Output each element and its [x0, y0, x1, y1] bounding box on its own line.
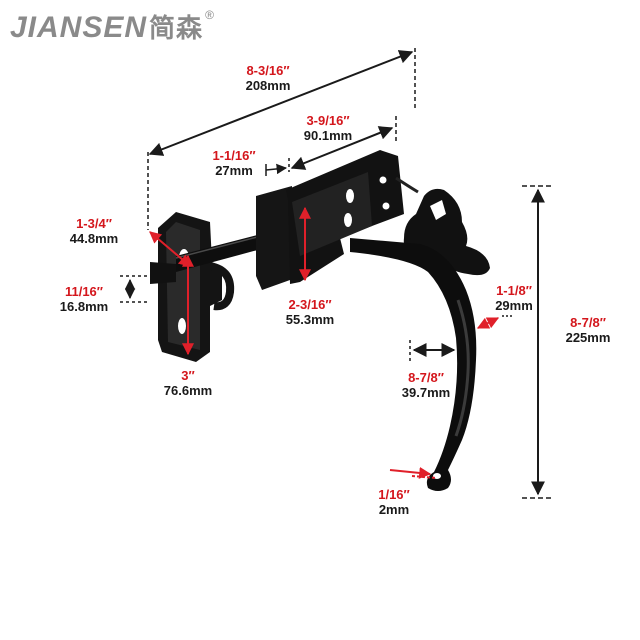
keeper-slot-inch: 11/16″ — [64, 284, 104, 299]
bracket-hole-1 — [346, 189, 354, 203]
highlight-arrows — [149, 206, 512, 479]
registered-mark: ® — [205, 8, 215, 22]
keeper-slot-lower — [178, 318, 186, 334]
handle-offset-inch: 8-7/8″ — [408, 370, 444, 385]
keeper-plate-mm: 76.6mm — [163, 383, 213, 398]
keeper-slot-mm: 16.8mm — [59, 299, 109, 314]
screw-hole-2 — [382, 202, 390, 210]
bracket-height-inch: 2-3/16″ — [288, 297, 332, 312]
keeper-height-inch: 1-3/4″ — [76, 216, 112, 231]
label-bar-length: 3-9/16″ 90.1mm — [290, 113, 366, 143]
handle-height-inch: 8-7/8″ — [570, 315, 606, 330]
bracket-height-mm: 55.3mm — [285, 312, 335, 327]
label-handle-height: 8-7/8″ 225mm — [548, 315, 628, 345]
label-keeper-height: 1-3/4″ 44.8mm — [56, 216, 132, 246]
label-keeper-slot: 11/16″ 16.8mm — [46, 284, 122, 314]
arrow-screw-hole — [389, 466, 432, 479]
bracket-gap-inch: 1-1/16″ — [212, 148, 256, 163]
dimension-lines — [120, 48, 552, 499]
keeper-height-mm: 44.8mm — [69, 231, 119, 246]
bar-length-mm: 90.1mm — [303, 128, 353, 143]
bar-length-inch: 3-9/16″ — [306, 113, 350, 128]
screw-hole-inch: 1/16″ — [378, 487, 410, 502]
label-bracket-gap: 1-1/16″ 27mm — [196, 148, 272, 178]
bracket-gap-mm: 27mm — [215, 163, 253, 178]
label-keeper-plate: 3″ 76.6mm — [150, 368, 226, 398]
label-bracket-height: 2-3/16″ 55.3mm — [272, 297, 348, 327]
handle-pull — [350, 238, 477, 491]
handle-tip-hole — [433, 473, 441, 479]
brand-name: JIANSEN — [10, 11, 148, 44]
sliding-bar — [150, 262, 176, 284]
gate-latch — [150, 150, 490, 491]
arrow-handle-width — [476, 317, 500, 329]
label-screw-hole: 1/16″ 2mm — [356, 487, 432, 517]
total-length-inch: 8-3/16″ — [246, 63, 290, 78]
label-handle-width: 1-1/8″ 29mm — [476, 283, 552, 313]
handle-width-inch: 1-1/8″ — [496, 283, 532, 298]
keeper-plate-inch: 3″ — [181, 368, 195, 383]
dimension-bar-length — [290, 126, 394, 170]
handle-height-mm: 225mm — [565, 330, 611, 345]
dimension-bracket-gap — [265, 163, 288, 175]
handle-offset-mm: 39.7mm — [401, 385, 451, 400]
label-handle-offset: 8-7/8″ 39.7mm — [388, 370, 464, 400]
screw-hole-mm: 2mm — [378, 502, 410, 517]
brand-logo: JIANSEN简森® — [10, 8, 215, 45]
dimension-total-length — [148, 50, 414, 156]
brand-chinese-name: 简森 — [149, 13, 204, 43]
handle-width-mm: 29mm — [495, 298, 533, 313]
mounting-bracket — [256, 186, 292, 290]
screw-hole-1 — [379, 176, 387, 184]
bracket-hole-2 — [344, 213, 352, 227]
total-length-mm: 208mm — [245, 78, 291, 93]
label-total-length: 8-3/16″ 208mm — [228, 63, 308, 93]
